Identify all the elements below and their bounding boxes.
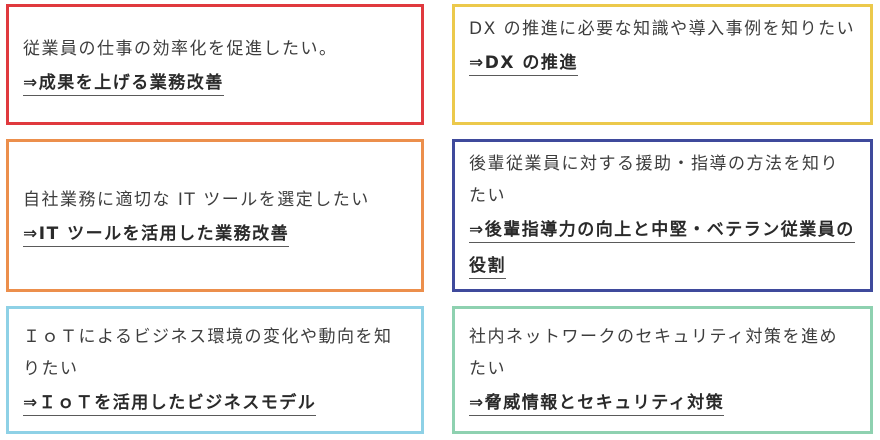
- card-business-efficiency: 従業員の仕事の効率化を促進したい。 ⇒成果を上げる業務改善: [6, 4, 424, 125]
- course-link-mentoring[interactable]: ⇒後輩指導力の向上と中堅・ベテラン従業員の役割: [469, 220, 855, 279]
- card-iot: ＩｏＴによるビジネス環境の変化や動向を知りたい ⇒ＩｏＴを活用したビジネスモデル: [6, 306, 424, 434]
- card-it-tools: 自社業務に適切な IT ツールを選定したい ⇒IT ツールを活用した業務改善: [6, 139, 424, 292]
- card-mentoring: 後輩従業員に対する援助・指導の方法を知りたい ⇒後輩指導力の向上と中堅・ベテラン…: [452, 139, 873, 292]
- course-link-dx[interactable]: ⇒DX の推進: [469, 53, 578, 76]
- card-description: 社内ネットワークのセキュリティ対策を進めたい: [469, 327, 838, 379]
- course-link-security[interactable]: ⇒脅威情報とセキュリティ対策: [469, 393, 725, 416]
- card-description: 後輩従業員に対する援助・指導の方法を知りたい: [469, 154, 839, 206]
- course-link-business-improvement[interactable]: ⇒成果を上げる業務改善: [23, 73, 224, 96]
- card-description: ＩｏＴによるビジネス環境の変化や動向を知りたい: [23, 327, 393, 379]
- course-link-iot[interactable]: ⇒ＩｏＴを活用したビジネスモデル: [23, 393, 317, 416]
- card-description: 自社業務に適切な IT ツールを選定したい: [23, 190, 370, 210]
- card-security: 社内ネットワークのセキュリティ対策を進めたい ⇒脅威情報とセキュリティ対策: [452, 306, 873, 434]
- card-description: DX の推進に必要な知識や導入事例を知りたい: [469, 19, 856, 39]
- card-dx: DX の推進に必要な知識や導入事例を知りたい ⇒DX の推進: [452, 4, 873, 125]
- card-description: 従業員の仕事の効率化を促進したい。: [23, 39, 338, 59]
- course-link-it-tools[interactable]: ⇒IT ツールを活用した業務改善: [23, 224, 290, 247]
